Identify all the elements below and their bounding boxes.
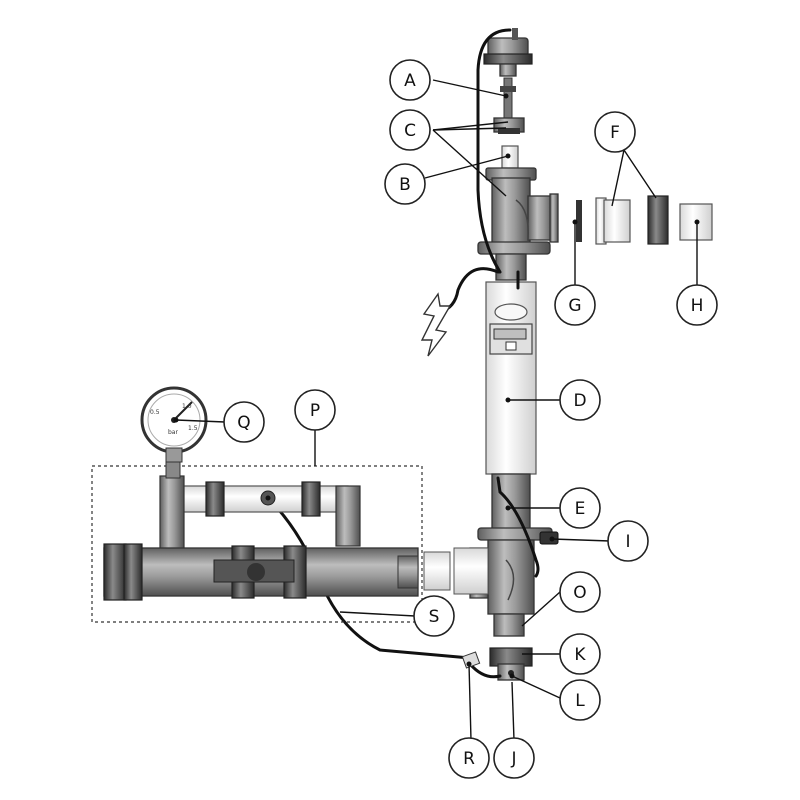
callout-F: F xyxy=(594,111,636,153)
callout-label: P xyxy=(310,401,320,421)
bottom-ring xyxy=(493,613,525,637)
callout-label: O xyxy=(573,583,586,603)
gauge-tick-label: 0.5 xyxy=(150,409,160,416)
callout-P: P xyxy=(294,389,336,431)
callout-label: I xyxy=(625,532,630,552)
callout-label: L xyxy=(575,691,585,711)
callout-label: R xyxy=(463,749,475,769)
callout-S: S xyxy=(413,595,455,637)
callout-label: B xyxy=(399,175,411,195)
pressure-gauge: 0.5 1.0 1.5 bar xyxy=(140,386,208,463)
union-nut xyxy=(647,195,669,245)
end-cap xyxy=(679,203,713,241)
callout-label: C xyxy=(404,121,416,141)
gauge-tick-label: 1.5 xyxy=(188,425,198,432)
callout-label: A xyxy=(404,71,416,91)
callout-label: K xyxy=(574,645,586,665)
bypass-boundary xyxy=(91,465,423,623)
callout-E: E xyxy=(559,487,601,529)
callout-label: H xyxy=(691,296,704,316)
gasket xyxy=(576,200,582,242)
callout-O: O xyxy=(559,571,601,613)
bypass-assembly xyxy=(103,459,489,601)
callout-K: K xyxy=(559,633,601,675)
power-symbol-icon xyxy=(420,292,452,357)
callout-A: A xyxy=(389,59,431,101)
control-housing xyxy=(485,281,537,475)
callout-B: B xyxy=(384,163,426,205)
callout-label: J xyxy=(510,749,516,769)
callout-I: I xyxy=(607,520,649,562)
adapter-sleeve xyxy=(603,199,631,243)
callout-J: J xyxy=(493,737,535,779)
callout-G: G xyxy=(554,284,596,326)
bottom-nut xyxy=(489,647,533,667)
leader-lines xyxy=(175,79,698,741)
top-cap xyxy=(483,28,533,119)
callout-label: S xyxy=(429,607,440,627)
callout-label: E xyxy=(575,499,586,519)
exploded-side-parts xyxy=(576,195,713,245)
callout-L: L xyxy=(559,679,601,721)
callout-D: D xyxy=(559,379,601,421)
callout-label: Q xyxy=(237,413,250,433)
seal-rings xyxy=(493,117,525,134)
callout-Q: Q xyxy=(223,401,265,443)
upper-tee xyxy=(477,167,559,281)
callout-label: G xyxy=(568,296,581,316)
callout-C: C xyxy=(389,109,431,151)
callout-H: H xyxy=(676,284,718,326)
callout-R: R xyxy=(448,737,490,779)
gauge-unit: bar xyxy=(168,429,178,436)
leader-dots xyxy=(173,93,700,679)
callout-label: F xyxy=(610,123,620,143)
callout-label: D xyxy=(573,391,586,411)
cable-connector xyxy=(461,651,481,669)
gauge-tick-label: 1.0 xyxy=(182,403,192,410)
